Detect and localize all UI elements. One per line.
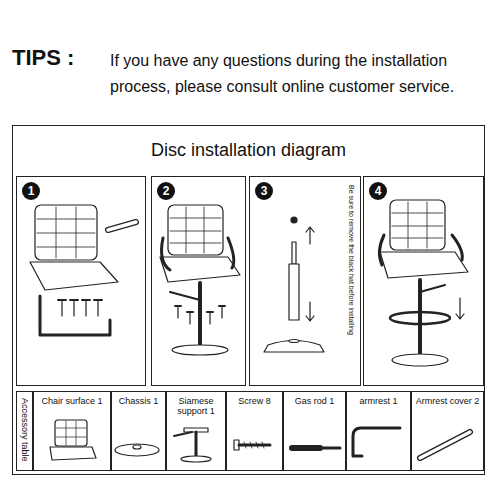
- part-name: Gas rod 1: [286, 396, 343, 406]
- step-number: 1: [22, 182, 40, 200]
- part-name: Armrest cover 2: [414, 396, 481, 406]
- part-name: Siamese support 1: [169, 396, 223, 417]
- tips-text: If you have any questions during the ins…: [110, 48, 482, 100]
- table-cell: Chair surface 1: [33, 391, 111, 471]
- part-name: Chair surface 1: [36, 396, 108, 406]
- table-cell: Chassis 1: [111, 391, 166, 471]
- accessory-icons: [50, 420, 470, 462]
- diagram-frame: 1 2 3 Be sure to remove the black hat befor…: [12, 125, 485, 475]
- part-name: Chassis 1: [114, 396, 163, 406]
- warning-note: Be sure to remove the black hat before i…: [347, 185, 356, 335]
- chair-on-stand-drawing: [160, 205, 240, 355]
- gas-rod-drawing: [264, 217, 324, 352]
- step-panel: 4: [363, 176, 484, 386]
- step-panel: 2: [151, 176, 246, 386]
- tips-heading: TIPS :: [12, 45, 74, 71]
- step-panel: 1: [16, 176, 146, 386]
- table-cell: Screw 8: [226, 391, 283, 471]
- part-name: armrest 1: [349, 396, 408, 406]
- step-panel: 3 Be sure to remove the black hat before …: [249, 176, 361, 386]
- assembled-stool-drawing: [379, 200, 468, 366]
- table-cell: armrest 1: [346, 391, 411, 471]
- table-heading: Accessory table: [20, 398, 30, 462]
- table-cell: Gas rod 1: [283, 391, 346, 471]
- table-cell: Armrest cover 2: [411, 391, 484, 471]
- table-cell: Siamese support 1: [166, 391, 226, 471]
- part-name: Screw 8: [229, 396, 280, 406]
- chair-seat-drawing: [30, 205, 136, 335]
- step-number: 3: [255, 182, 273, 200]
- table-header-cell: Accessory table: [16, 391, 33, 471]
- diagram-heading: Disc installation diagram: [13, 140, 484, 161]
- step-number: 4: [369, 182, 387, 200]
- step-number: 2: [157, 182, 175, 200]
